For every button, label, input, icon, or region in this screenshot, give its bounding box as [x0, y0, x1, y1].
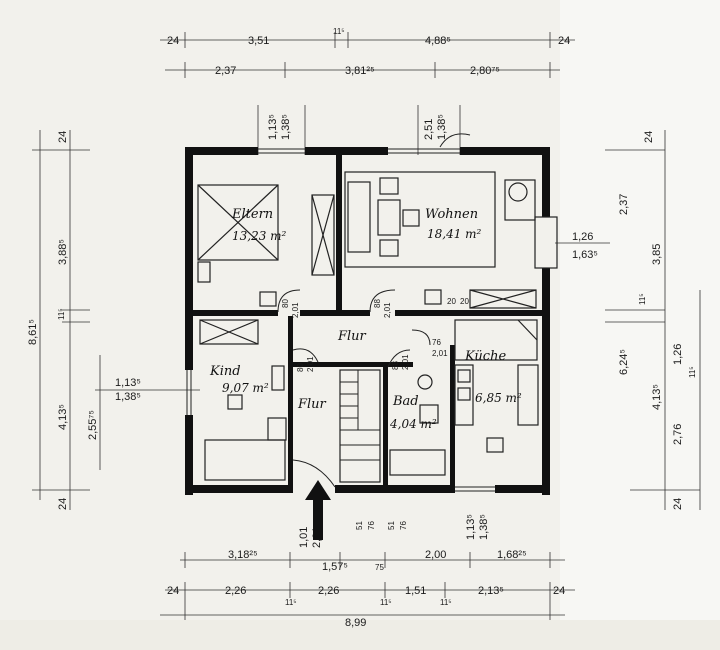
- room-label-eltern: Eltern: [231, 207, 273, 222]
- dim-window-wohnen-a: 2,51: [423, 119, 435, 140]
- furniture-kueche: [454, 319, 539, 453]
- dim-right-r5: 6,24⁵: [618, 349, 630, 375]
- window-small-a: 20: [447, 297, 456, 306]
- door-kueche-b: 2,01: [432, 349, 448, 358]
- dim-left-win-a: 1,13⁵: [115, 377, 141, 389]
- paper-fold-highlight: [560, 0, 720, 650]
- entry-arrow-icon: [305, 480, 331, 540]
- door-eltern-a: 80: [281, 299, 290, 308]
- door-swings: [277, 133, 471, 488]
- dim-bottom-e7: 11⁵: [440, 598, 452, 607]
- dim-bottom-s1: 51: [355, 521, 364, 530]
- door-kind-b: 2,01: [306, 356, 315, 372]
- furniture-stairs: [339, 369, 381, 483]
- dim-bottom-e2: 2,26: [225, 585, 246, 597]
- dim-bottom-c2: 1,57⁵: [322, 561, 348, 573]
- dim-left-d4: 4,13⁵: [57, 404, 69, 430]
- door-wohnen-b: 2,01: [383, 302, 392, 318]
- dim-right-r1: 24: [643, 131, 655, 143]
- dim-bottom-s3: 51: [387, 521, 396, 530]
- dim-right-r9: 2,76: [672, 424, 684, 445]
- dim-bottom-window-b: 1,38⁵: [478, 514, 490, 540]
- dim-bottom-e1: 24: [167, 585, 179, 597]
- dimensions-left: [32, 130, 200, 510]
- outer-walls: [185, 147, 550, 495]
- room-label-bad: Bad: [392, 394, 419, 409]
- furniture-bad: [389, 374, 446, 476]
- dim-top-b3: 2,80⁷⁵: [470, 65, 500, 77]
- door-wohnen-a: 88: [373, 299, 382, 308]
- dim-bottom-e3: 11⁵: [285, 598, 297, 607]
- room-label-kind: Kind: [209, 364, 241, 379]
- dim-top-a2: 3,51: [248, 35, 269, 47]
- room-area-kueche: 6,85 m²: [475, 391, 522, 405]
- dim-bottom-e4: 2,26: [318, 585, 339, 597]
- room-area-eltern: 13,23 m²: [232, 229, 287, 243]
- dim-right-r2: 2,37: [618, 194, 630, 215]
- dim-top-a4: 4,88⁵: [425, 35, 451, 47]
- room-area-wohnen: 18,41 m²: [427, 227, 482, 241]
- dim-window-eltern-b: 1,38⁵: [280, 114, 292, 140]
- paper-bottom-edge: [0, 620, 720, 650]
- room-label-kueche: Küche: [464, 349, 506, 364]
- dim-window-eltern-a: 1,13⁵: [267, 114, 279, 140]
- dim-top-a5: 24: [558, 35, 570, 47]
- dim-bottom-s2: 76: [367, 521, 376, 530]
- inner-walls: [193, 155, 542, 486]
- dim-left-total: 8,61⁵: [27, 319, 39, 345]
- door-bad-b: 2,01: [401, 354, 410, 370]
- dimensions-right: [555, 130, 701, 510]
- dim-bottom-e8: 2,13⁵: [478, 585, 504, 597]
- dim-left-d2: 3,88⁵: [57, 239, 69, 265]
- dim-top-b1: 2,37: [215, 65, 236, 77]
- dim-bottom-window-a: 1,13⁵: [465, 514, 477, 540]
- dim-left-d5: 24: [57, 498, 69, 510]
- room-area-kind: 9,07 m²: [222, 381, 269, 395]
- dim-left-d1: 24: [57, 131, 69, 143]
- dim-bottom-c3: 75: [375, 563, 384, 572]
- dim-right-r10: 24: [672, 498, 684, 510]
- dim-right-bay-a: 1,26: [572, 231, 593, 243]
- dim-right-r8: 11⁵: [688, 366, 697, 378]
- door-bad-a: 88: [391, 361, 400, 370]
- room-label-flur-oben: Flur: [337, 329, 367, 344]
- dim-door-entry-a: 1,01: [298, 527, 310, 548]
- dim-left-win-b: 1,38⁵: [115, 391, 141, 403]
- dim-right-r6: 4,13⁵: [651, 384, 663, 410]
- furniture-eltern: [197, 184, 335, 307]
- dim-top-b2: 3,81²⁵: [345, 65, 375, 77]
- dim-right-bay-b: 1,63⁵: [572, 249, 598, 261]
- dim-top-a3: 11⁵: [333, 27, 345, 36]
- room-area-bad: 4,04 m²: [389, 417, 437, 431]
- dimensions-top: [160, 32, 575, 155]
- dim-bottom-e6: 1,51: [405, 585, 426, 597]
- furniture-wohnen: [344, 171, 537, 309]
- dim-bottom-c5: 1,68²⁵: [497, 549, 527, 561]
- dim-right-r3: 3,85: [651, 244, 663, 265]
- dim-bottom-total: 8,99: [345, 617, 366, 629]
- door-kind-a: 80: [296, 363, 305, 372]
- dim-bottom-e9: 24: [553, 585, 565, 597]
- door-eltern-b: 2,01: [291, 302, 300, 318]
- room-label-wohnen: Wohnen: [425, 207, 478, 222]
- furniture-kind: [199, 319, 287, 481]
- door-kueche-a: 76: [432, 338, 441, 347]
- dim-right-r7: 1,26: [672, 344, 684, 365]
- room-label-flur-unten: Flur: [297, 397, 327, 412]
- dim-left-d3: 11⁵: [57, 308, 66, 320]
- window-small-b: 20: [460, 297, 469, 306]
- dimensions-bottom: [160, 552, 575, 620]
- dim-bottom-s4: 76: [399, 521, 408, 530]
- dim-top-a1: 24: [167, 35, 179, 47]
- dim-left-d6: 2,55⁷⁵: [87, 410, 99, 440]
- dim-bottom-c1: 3,18²⁵: [228, 549, 258, 561]
- dim-bottom-c4: 2,00: [425, 549, 446, 561]
- windows: [186, 148, 558, 492]
- dim-window-wohnen-b: 1,38⁵: [436, 114, 448, 140]
- dim-right-r4: 11⁵: [638, 293, 647, 305]
- dim-bottom-e5: 11⁵: [380, 598, 392, 607]
